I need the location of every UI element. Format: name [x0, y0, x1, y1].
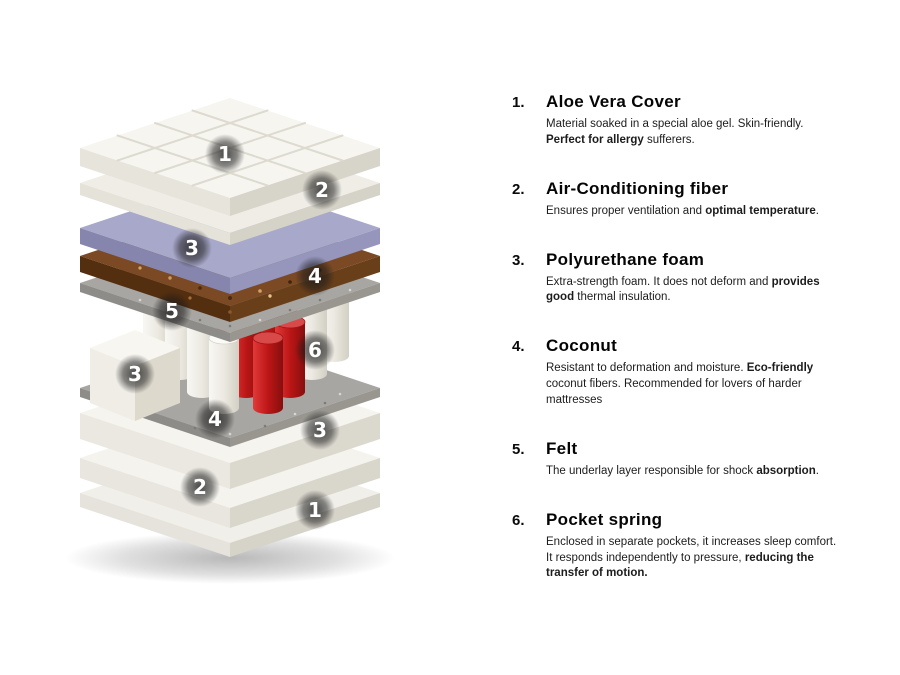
- desc-text: .: [815, 204, 819, 217]
- svg-text:1: 1: [308, 498, 322, 522]
- legend-item-pocket-spring: 6. Pocket spring Enclosed in separate po…: [512, 510, 844, 583]
- legend-item-number: 1.: [512, 94, 525, 111]
- legend-item-number: 2.: [512, 180, 525, 198]
- legend-item-felt: 5. Felt The underlay layer responsible f…: [512, 439, 844, 480]
- layers-legend: 1. Aloe Vera Cover Material soaked in a …: [512, 92, 844, 612]
- legend-item-description: The underlay layer responsible for shock…: [546, 464, 844, 480]
- felt-speckles: [138, 288, 352, 328]
- layer-number-badge: 2: [180, 467, 220, 507]
- desc-text: Enclosed in separate pockets, it increas…: [546, 535, 837, 564]
- layer-number-badge: 6: [295, 330, 335, 370]
- desc-text: thermal insulation.: [574, 291, 671, 304]
- svg-text:3: 3: [185, 236, 199, 260]
- svg-text:3: 3: [128, 362, 142, 386]
- desc-text: coconut fibers. Recommended for lovers o…: [546, 378, 802, 407]
- legend-item-description: Material soaked in a special aloe gel. S…: [546, 117, 844, 149]
- desc-text: .: [815, 464, 819, 477]
- legend-item-number: 5.: [512, 440, 525, 458]
- red-pocket-spring: [252, 331, 284, 414]
- desc-bold-text: optimal temperature: [705, 204, 816, 217]
- legend-item-description: Extra-strength foam. It does not deform …: [546, 275, 844, 307]
- desc-text: sufferers.: [643, 133, 695, 146]
- desc-text: Material soaked in a special aloe gel. S…: [546, 118, 804, 130]
- desc-bold-text: reducing the transfer of motion.: [546, 551, 814, 580]
- legend-item-polyurethane-foam: 3. Polyurethane foam Extra-strength foam…: [512, 250, 844, 307]
- legend-item-title: Aloe Vera Cover: [546, 92, 681, 111]
- svg-text:1: 1: [218, 142, 232, 166]
- svg-text:3: 3: [313, 418, 327, 442]
- layer-number-badge: 4: [195, 399, 235, 439]
- legend-item-title: Felt: [546, 438, 578, 458]
- svg-text:5: 5: [165, 299, 179, 323]
- svg-text:4: 4: [208, 407, 222, 431]
- layer-number-badges: 1 2 3 4 5 3 6: [115, 134, 342, 530]
- legend-item-air-conditioning-fiber: 2. Air-Conditioning fiber Ensures proper…: [512, 179, 844, 220]
- legend-item-number: 3.: [512, 251, 525, 269]
- legend-item-aloe-vera-cover: 1. Aloe Vera Cover Material soaked in a …: [512, 92, 844, 149]
- layer-number-badge: 5: [152, 291, 192, 331]
- layer-number-badge: 3: [172, 228, 212, 268]
- legend-item-title: Air-Conditioning fiber: [546, 178, 729, 198]
- svg-text:6: 6: [308, 338, 322, 362]
- desc-bold-text: absorption: [756, 464, 816, 477]
- desc-text: Resistant to deformation and moisture.: [546, 362, 747, 375]
- desc-text: Extra-strength foam. It does not deform …: [546, 275, 772, 288]
- legend-item-title: Polyurethane foam: [546, 249, 705, 269]
- layer-number-badge: 1: [205, 134, 245, 174]
- legend-item-title: Pocket spring: [546, 509, 663, 529]
- layer-number-badge: 2: [302, 170, 342, 210]
- layer-number-badge: 3: [115, 354, 155, 394]
- layer-number-badge: 4: [295, 256, 335, 296]
- legend-item-description: Ensures proper ventilation and optimal t…: [546, 204, 844, 220]
- svg-text:2: 2: [193, 475, 207, 499]
- felt-speckles: [193, 392, 342, 436]
- desc-text: The underlay layer responsible for shock: [546, 464, 757, 477]
- legend-item-title: Coconut: [546, 336, 618, 356]
- desc-bold-text: Perfect for allergy: [546, 133, 644, 146]
- legend-item-coconut: 4. Coconut Resistant to deformation and …: [512, 336, 844, 409]
- desc-bold-text: Eco-friendly: [746, 362, 814, 375]
- mattress-exploded-diagram: 1 2 3 4 5 3 6: [65, 98, 395, 584]
- layer-number-badge: 1: [295, 490, 335, 530]
- svg-text:4: 4: [308, 264, 322, 288]
- desc-bold-text: provides good: [546, 275, 820, 304]
- legend-item-number: 4.: [512, 338, 525, 356]
- svg-text:2: 2: [315, 178, 329, 202]
- legend-item-description: Enclosed in separate pockets, it increas…: [546, 535, 844, 583]
- layer-number-badge: 3: [300, 410, 340, 450]
- legend-item-number: 6.: [512, 511, 525, 529]
- desc-text: Ensures proper ventilation and: [546, 204, 706, 217]
- legend-item-description: Resistant to deformation and moisture. E…: [546, 361, 844, 409]
- floor-shadow: [65, 532, 395, 584]
